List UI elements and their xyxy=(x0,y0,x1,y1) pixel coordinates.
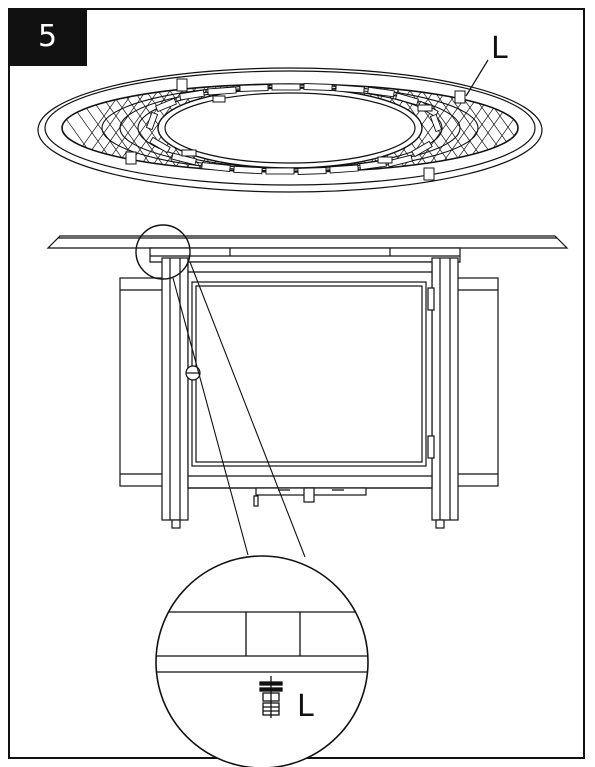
side-panel-right xyxy=(455,277,499,487)
tabletop-mosaic-tiles xyxy=(61,83,519,173)
detail-marker-circle xyxy=(135,224,191,280)
leveler-bolt-hardware xyxy=(259,676,283,718)
tabletop-under-frame xyxy=(149,247,461,263)
side-panel-left xyxy=(119,277,165,487)
callout-label-top: L xyxy=(491,31,508,66)
callout-leader-top xyxy=(465,59,489,97)
mosaic-bricks xyxy=(145,83,443,175)
table-leg-left xyxy=(161,257,189,521)
leveler-foot-right xyxy=(435,519,445,529)
step-number-badge: 5 xyxy=(8,8,87,66)
callout-label-detail: L xyxy=(297,689,314,724)
cabinet-door xyxy=(191,281,427,467)
tabletop-mounting-clips xyxy=(125,78,466,181)
door-hinge-bottom xyxy=(427,435,435,459)
firetable-front-view xyxy=(46,235,569,529)
detail-leader-lines xyxy=(172,261,306,558)
detail-view-circle xyxy=(155,555,369,767)
tabletop-burner-opening xyxy=(157,87,423,169)
leveler-foot-left xyxy=(171,519,181,529)
tabletop-burner-opening-lip xyxy=(164,92,416,164)
detail-view: L xyxy=(155,555,369,767)
door-hinge-top xyxy=(427,287,435,311)
tabletop-outer-rim-inner-edge xyxy=(44,70,536,186)
tabletop-outer-rim xyxy=(37,67,543,193)
mosaic-hatch xyxy=(61,83,519,173)
table-leg-right xyxy=(431,257,459,521)
